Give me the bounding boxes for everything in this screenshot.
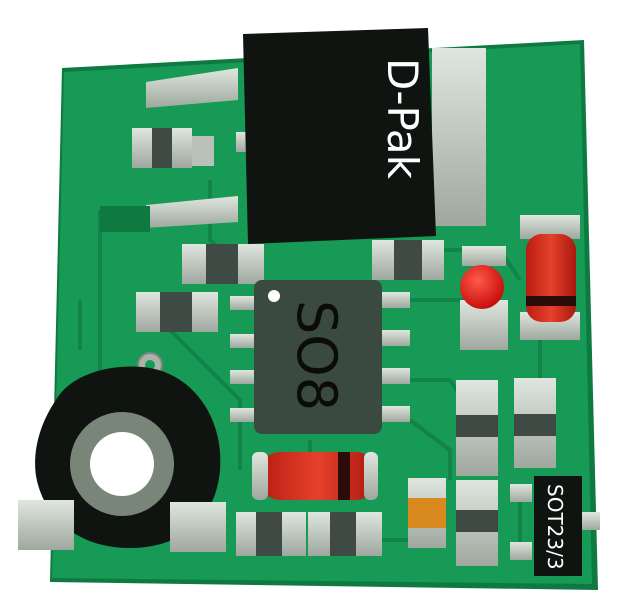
resistor-right-col-2 bbox=[514, 378, 556, 468]
resistor-bottom-1 bbox=[236, 512, 306, 556]
led-lens bbox=[460, 265, 504, 309]
diode-band-bottom bbox=[338, 452, 350, 500]
resistor-bottom-2 bbox=[308, 512, 382, 556]
sot23-label: SOT23/3 bbox=[543, 484, 567, 570]
trimmer-hole bbox=[90, 432, 154, 496]
resistor-right-of-dpak bbox=[372, 240, 444, 280]
led bbox=[460, 246, 508, 350]
resistor-left-mid bbox=[136, 292, 218, 332]
trimmer-pad-left bbox=[18, 500, 74, 550]
resistor-right-col-3 bbox=[456, 480, 498, 566]
dpak-lead-2 bbox=[236, 132, 248, 152]
pin1-dot bbox=[268, 290, 280, 302]
dpak-label: D-Pak bbox=[378, 58, 427, 180]
so8-ic: SO8 bbox=[230, 280, 410, 434]
dpak-body bbox=[243, 28, 436, 244]
sot23-transistor: SOT23/3 bbox=[510, 476, 600, 576]
dpak-pad-shadow bbox=[100, 206, 150, 232]
resistor-left-top bbox=[132, 128, 214, 168]
resistor-under-dpak bbox=[182, 244, 264, 284]
dpak-tab-pad bbox=[432, 48, 486, 226]
so8-right-pins bbox=[382, 292, 410, 422]
dpak-lead-3 bbox=[146, 196, 238, 228]
resistor-right-col-1 bbox=[456, 380, 498, 476]
dpak-lead-1 bbox=[146, 68, 238, 108]
so8-body bbox=[254, 280, 382, 434]
melf-diode-bottom bbox=[252, 452, 378, 500]
melf-diode-right bbox=[520, 215, 580, 340]
capacitor-orange bbox=[408, 478, 446, 548]
so8-left-pins bbox=[230, 296, 256, 422]
so8-label: SO8 bbox=[285, 300, 348, 411]
dpak-transistor: D-Pak bbox=[100, 28, 486, 244]
trimmer-potentiometer bbox=[18, 366, 226, 552]
diode-band-right bbox=[526, 296, 576, 306]
trimmer-pad-right bbox=[170, 502, 226, 552]
